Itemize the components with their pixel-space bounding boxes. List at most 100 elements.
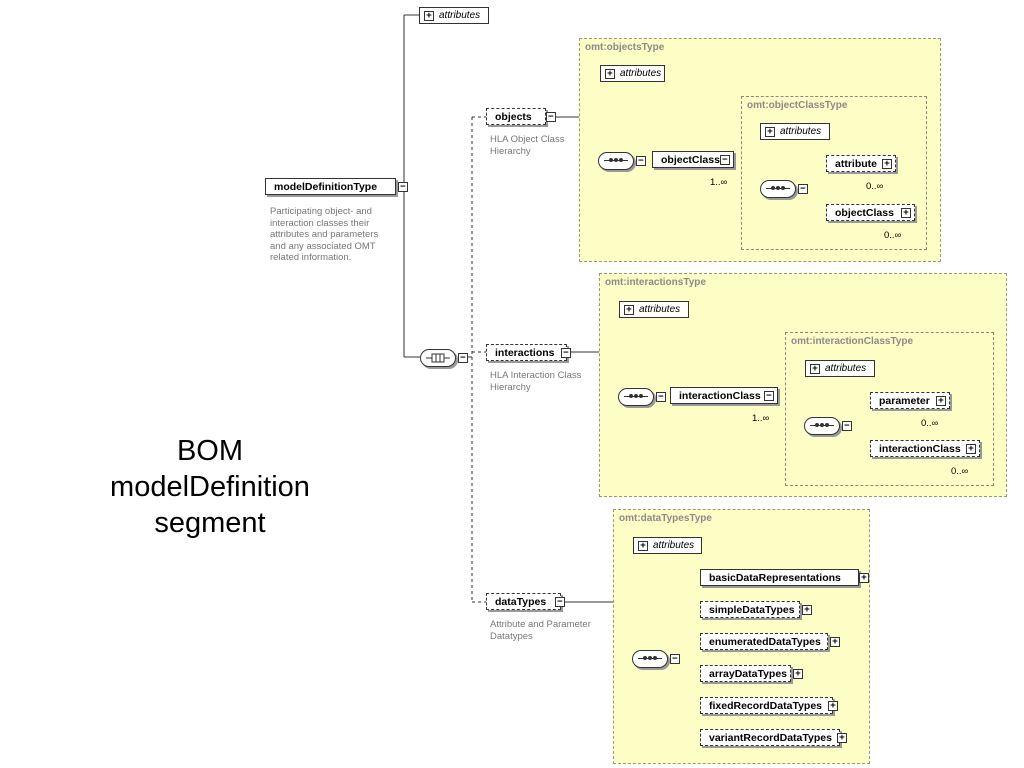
simpleDataTypes-element[interactable]: simpleDataTypes + [700, 601, 812, 618]
expand-icon[interactable]: + [424, 11, 434, 21]
slide-title-line-3: segment [154, 507, 266, 539]
element-label: arrayDataTypes [709, 668, 788, 680]
interactions-element[interactable]: interactions − [486, 344, 571, 361]
element-label: objectClass [835, 207, 894, 219]
interactions-sequence-compositor[interactable]: − [618, 388, 666, 406]
objectClass-attributes-group[interactable]: + attributes [760, 123, 830, 140]
cardinality: 0..∞ [866, 181, 884, 192]
frame-title: omt:objectsType [585, 42, 665, 53]
element-label: modelDefinitionType [274, 181, 378, 193]
expand-icon[interactable]: + [810, 364, 820, 374]
basicDataRepresentations-element[interactable]: basicDataRepresentations + [700, 569, 869, 586]
expand-icon[interactable]: + [966, 444, 976, 454]
root-element-modelDefinitionType[interactable]: modelDefinitionType − [265, 178, 408, 195]
objectClass-sequence-compositor[interactable]: − [760, 180, 808, 198]
element-label: interactionClass [879, 443, 961, 455]
interactionClass-recursive-element[interactable]: interactionClass + [870, 440, 980, 457]
objects-attributes-group[interactable]: + attributes [600, 65, 665, 82]
expand-icon[interactable]: + [793, 669, 803, 679]
element-label: basicDataRepresentations [709, 572, 841, 584]
expand-icon[interactable]: + [830, 637, 840, 647]
expand-icon[interactable]: + [882, 159, 892, 169]
element-label: objectClass [661, 154, 720, 166]
element-label: simpleDataTypes [709, 604, 795, 616]
cardinality: 0..∞ [921, 418, 939, 429]
collapse-icon[interactable]: − [764, 391, 774, 401]
expand-icon[interactable]: + [936, 396, 946, 406]
element-label: objects [495, 111, 532, 123]
frame-title: omt:interactionClassType [791, 336, 914, 347]
element-label: dataTypes [495, 596, 547, 608]
dataTypes-element[interactable]: dataTypes − [486, 593, 565, 610]
element-label: attribute [835, 158, 877, 170]
expand-icon[interactable]: + [605, 69, 615, 79]
attributes-label: attributes [439, 10, 481, 21]
root-sequence-compositor[interactable]: − [420, 349, 468, 367]
cardinality: 0..∞ [951, 466, 969, 477]
frame-title: omt:dataTypesType [619, 513, 712, 524]
collapse-icon[interactable]: − [398, 182, 408, 192]
interactions-attributes-group[interactable]: + attributes [619, 301, 689, 318]
dataTypes-sequence-compositor[interactable]: − [632, 650, 680, 668]
collapse-icon[interactable]: − [561, 348, 571, 358]
collapse-icon[interactable]: − [656, 392, 666, 402]
element-label: variantRecordDataTypes [709, 732, 832, 744]
element-label: interactionClass [679, 390, 761, 402]
expand-icon[interactable]: + [802, 605, 812, 615]
element-label: interactions [495, 347, 555, 359]
dataTypes-attributes-group[interactable]: + attributes [633, 537, 702, 554]
collapse-icon[interactable]: − [555, 597, 565, 607]
objectClass-type-frame: omt:objectClassType [741, 96, 927, 250]
attributes-label: attributes [620, 68, 662, 79]
expand-icon[interactable]: + [859, 573, 869, 583]
interactionClass-element[interactable]: interactionClass − [670, 387, 778, 404]
collapse-icon[interactable]: − [546, 112, 556, 122]
objectClass-element[interactable]: objectClass − [652, 151, 734, 168]
collapse-icon[interactable]: − [670, 654, 680, 664]
enumeratedDataTypes-element[interactable]: enumeratedDataTypes + [700, 633, 840, 650]
element-label: enumeratedDataTypes [709, 636, 821, 648]
collapse-icon[interactable]: − [798, 184, 808, 194]
expand-icon[interactable]: + [901, 208, 911, 218]
slide-title: BOM modelDefinition segment [60, 433, 360, 541]
element-label: fixedRecordDataTypes [709, 700, 823, 712]
parameter-element[interactable]: parameter + [870, 392, 950, 409]
attributes-label: attributes [639, 304, 681, 315]
objectClass-recursive-element[interactable]: objectClass + [826, 204, 915, 221]
expand-icon[interactable]: + [828, 701, 838, 711]
interactionClass-type-frame: omt:interactionClassType [785, 332, 994, 486]
variantRecordDataTypes-element[interactable]: variantRecordDataTypes + [700, 729, 847, 746]
element-label: parameter [879, 395, 930, 407]
objects-documentation: HLA Object Class Hierarchy [490, 134, 565, 157]
interactionClass-sequence-compositor[interactable]: − [804, 417, 852, 435]
interactionClass-attributes-group[interactable]: + attributes [805, 360, 875, 377]
expand-icon[interactable]: + [837, 733, 847, 743]
frame-title: omt:objectClassType [747, 100, 848, 111]
slide-title-line-2: modelDefinition [110, 471, 310, 503]
collapse-icon[interactable]: − [842, 421, 852, 431]
slide-title-line-1: BOM [176, 435, 244, 467]
root-attributes-group[interactable]: + attributes [419, 7, 489, 24]
dataTypes-documentation: Attribute and Parameter Datatypes [490, 619, 591, 642]
collapse-icon[interactable]: − [720, 155, 730, 165]
attribute-element[interactable]: attribute + [826, 155, 896, 172]
attributes-label: attributes [825, 363, 867, 374]
interactions-documentation: HLA Interaction Class Hierarchy [490, 370, 582, 393]
attributes-label: attributes [780, 126, 822, 137]
sequence-icon [426, 353, 450, 363]
cardinality: 0..∞ [884, 230, 902, 241]
fixedRecordDataTypes-element[interactable]: fixedRecordDataTypes + [700, 697, 838, 714]
cardinality: 1..∞ [710, 177, 728, 188]
arrayDataTypes-element[interactable]: arrayDataTypes + [700, 665, 803, 682]
frame-title: omt:interactionsType [605, 277, 706, 288]
root-documentation: Participating object- and interaction cl… [270, 206, 379, 263]
expand-icon[interactable]: + [765, 127, 775, 137]
objects-sequence-compositor[interactable]: − [598, 152, 646, 170]
attributes-label: attributes [653, 540, 695, 551]
expand-icon[interactable]: + [624, 305, 634, 315]
cardinality: 1..∞ [752, 413, 770, 424]
collapse-icon[interactable]: − [458, 353, 468, 363]
objects-element[interactable]: objects − [486, 108, 556, 125]
collapse-icon[interactable]: − [636, 156, 646, 166]
expand-icon[interactable]: + [638, 541, 648, 551]
